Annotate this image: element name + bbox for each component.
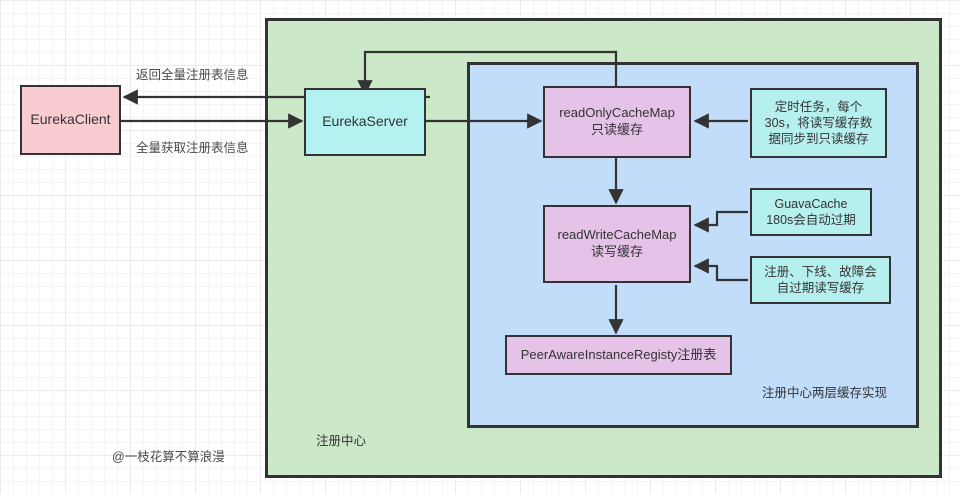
node-eureka-server[interactable]: EurekaServer (304, 88, 426, 156)
node-eureka-client[interactable]: EurekaClient (20, 85, 121, 155)
note-expire-read-write-cache[interactable]: 注册、下线、故障会 自过期读写缓存 (750, 256, 891, 304)
container-two-level-cache-label: 注册中心两层缓存实现 (762, 386, 888, 400)
author-watermark: @一枝花算不算浪漫 (112, 450, 225, 464)
edge-label-return-full-registry: 返回全量注册表信息 (136, 68, 249, 82)
node-peer-aware-instance-registry[interactable]: PeerAwareInstanceRegisty注册表 (505, 335, 732, 375)
container-registry-center-label: 注册中心 (316, 434, 367, 448)
edge-label-fetch-full-registry: 全量获取注册表信息 (136, 141, 249, 155)
node-read-only-cache-map[interactable]: readOnlyCacheMap 只读缓存 (543, 86, 691, 158)
node-read-write-cache-map[interactable]: readWriteCacheMap 读写缓存 (543, 205, 691, 283)
note-scheduled-task[interactable]: 定时任务，每个 30s，将读写缓存数 据同步到只读缓存 (750, 88, 887, 158)
note-guava-cache[interactable]: GuavaCache 180s会自动过期 (750, 188, 872, 236)
